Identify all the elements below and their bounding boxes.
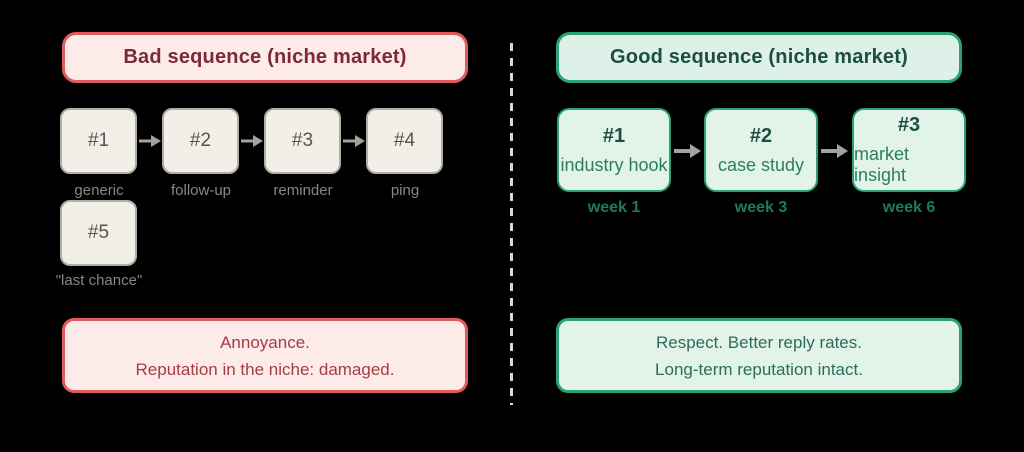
arrow-right-icon bbox=[821, 143, 848, 159]
good-step-1-label: industry hook bbox=[560, 154, 668, 175]
good-outcome-box: Respect. Better reply rates. Long-term r… bbox=[556, 318, 962, 393]
good-step-3-week: week 6 bbox=[882, 199, 936, 216]
bad-step-3-box: #3 bbox=[264, 108, 341, 174]
bad-outcome-box: Annoyance. Reputation in the niche: dama… bbox=[62, 318, 468, 393]
arrow-right-icon bbox=[241, 134, 263, 148]
arrow-right-icon bbox=[343, 134, 365, 148]
bad-step-2-box: #2 bbox=[162, 108, 239, 174]
good-step-1-box: #1 industry hook bbox=[557, 108, 671, 192]
bad-step-4-box: #4 bbox=[366, 108, 443, 174]
good-step-3-box: #3 market insight bbox=[852, 108, 966, 192]
bad-sequence-title: Bad sequence (niche market) bbox=[62, 32, 468, 83]
good-outcome-line1: Respect. Better reply rates. bbox=[656, 332, 862, 352]
arrow-right-icon bbox=[139, 134, 161, 148]
good-outcome-line2: Long-term reputation intact. bbox=[655, 359, 863, 379]
bad-outcome-line2: Reputation in the niche: damaged. bbox=[135, 359, 395, 379]
good-step-2-box: #2 case study bbox=[704, 108, 818, 192]
bad-step-5-box: #5 bbox=[60, 200, 137, 266]
bad-outcome-line1: Annoyance. bbox=[220, 332, 310, 352]
divider-dashed-line bbox=[510, 43, 513, 405]
bad-step-4-label: ping bbox=[390, 182, 420, 199]
good-step-2-id: #2 bbox=[749, 124, 773, 147]
bad-step-1-label: generic bbox=[74, 182, 124, 199]
bad-step-2-label: follow-up bbox=[170, 182, 232, 199]
arrow-right-icon bbox=[674, 143, 701, 159]
good-sequence-title: Good sequence (niche market) bbox=[556, 32, 962, 83]
bad-step-5-label: "last chance" bbox=[55, 272, 143, 289]
good-step-1-id: #1 bbox=[602, 124, 626, 147]
good-step-3-label: market insight bbox=[854, 144, 910, 185]
good-step-2-label: case study bbox=[717, 154, 805, 175]
good-step-3-id: #3 bbox=[897, 114, 921, 136]
bad-step-1-box: #1 bbox=[60, 108, 137, 174]
bad-step-3-label: reminder bbox=[273, 182, 333, 199]
good-step-1-week: week 1 bbox=[587, 199, 641, 216]
good-step-2-week: week 3 bbox=[734, 199, 788, 216]
